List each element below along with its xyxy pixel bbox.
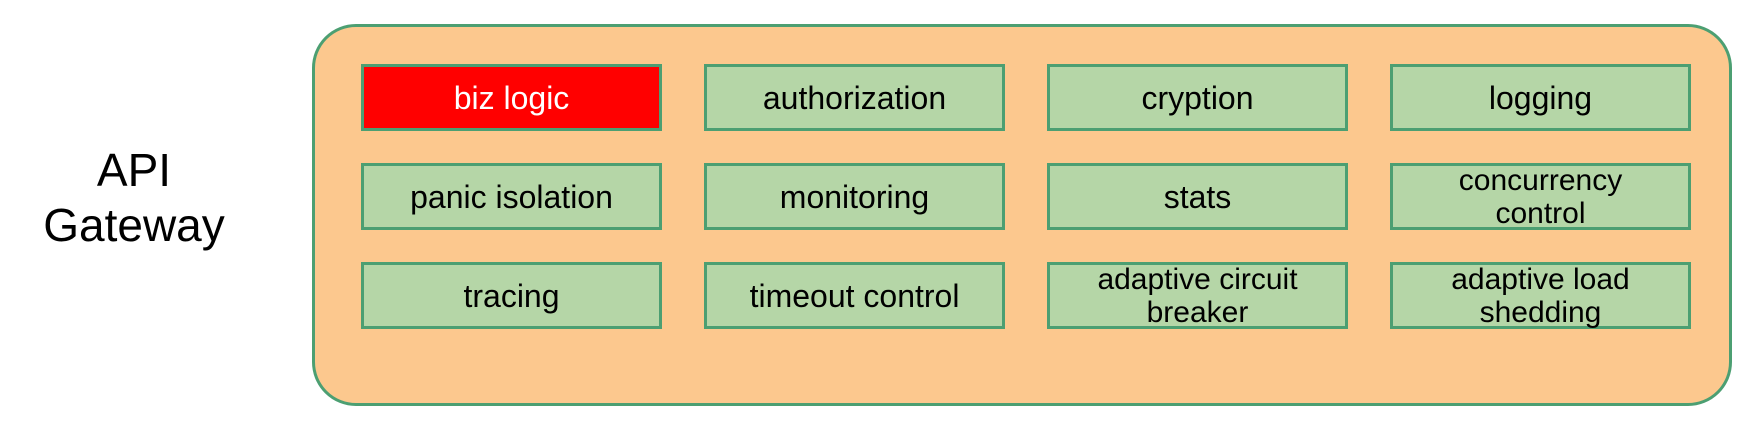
module-label: biz logic	[453, 79, 570, 116]
module-box-biz-logic[interactable]: biz logic	[361, 64, 662, 131]
module-box-authorization[interactable]: authorization	[704, 64, 1005, 131]
module-label: cryption	[1141, 79, 1254, 116]
module-grid: biz logic authorization cryption logging pan…	[361, 64, 1691, 329]
module-label: concurrency control	[1458, 163, 1623, 230]
module-box-cryption[interactable]: cryption	[1047, 64, 1348, 131]
module-box-panic-isolation[interactable]: panic isolation	[361, 163, 662, 230]
api-gateway-container: biz logic authorization cryption logging pan…	[312, 24, 1732, 406]
module-label: tracing	[463, 277, 560, 314]
module-box-adaptive-load-shedding[interactable]: adaptive load shedding	[1390, 262, 1691, 329]
api-gateway-label: API Gateway	[43, 144, 225, 251]
module-box-logging[interactable]: logging	[1390, 64, 1691, 131]
module-label: authorization	[762, 79, 947, 116]
module-label: monitoring	[779, 178, 930, 215]
module-box-tracing[interactable]: tracing	[361, 262, 662, 329]
module-box-timeout-control[interactable]: timeout control	[704, 262, 1005, 329]
module-box-stats[interactable]: stats	[1047, 163, 1348, 230]
module-label: panic isolation	[410, 178, 613, 215]
module-box-concurrency-control[interactable]: concurrency control	[1390, 163, 1691, 230]
module-box-adaptive-circuit-breaker[interactable]: adaptive circuit breaker	[1047, 262, 1348, 329]
module-label: adaptive circuit breaker	[1097, 262, 1298, 329]
module-label: timeout control	[749, 277, 960, 314]
module-label: stats	[1163, 178, 1232, 215]
module-label: adaptive load shedding	[1451, 262, 1630, 329]
module-box-monitoring[interactable]: monitoring	[704, 163, 1005, 230]
module-label: logging	[1488, 79, 1593, 116]
